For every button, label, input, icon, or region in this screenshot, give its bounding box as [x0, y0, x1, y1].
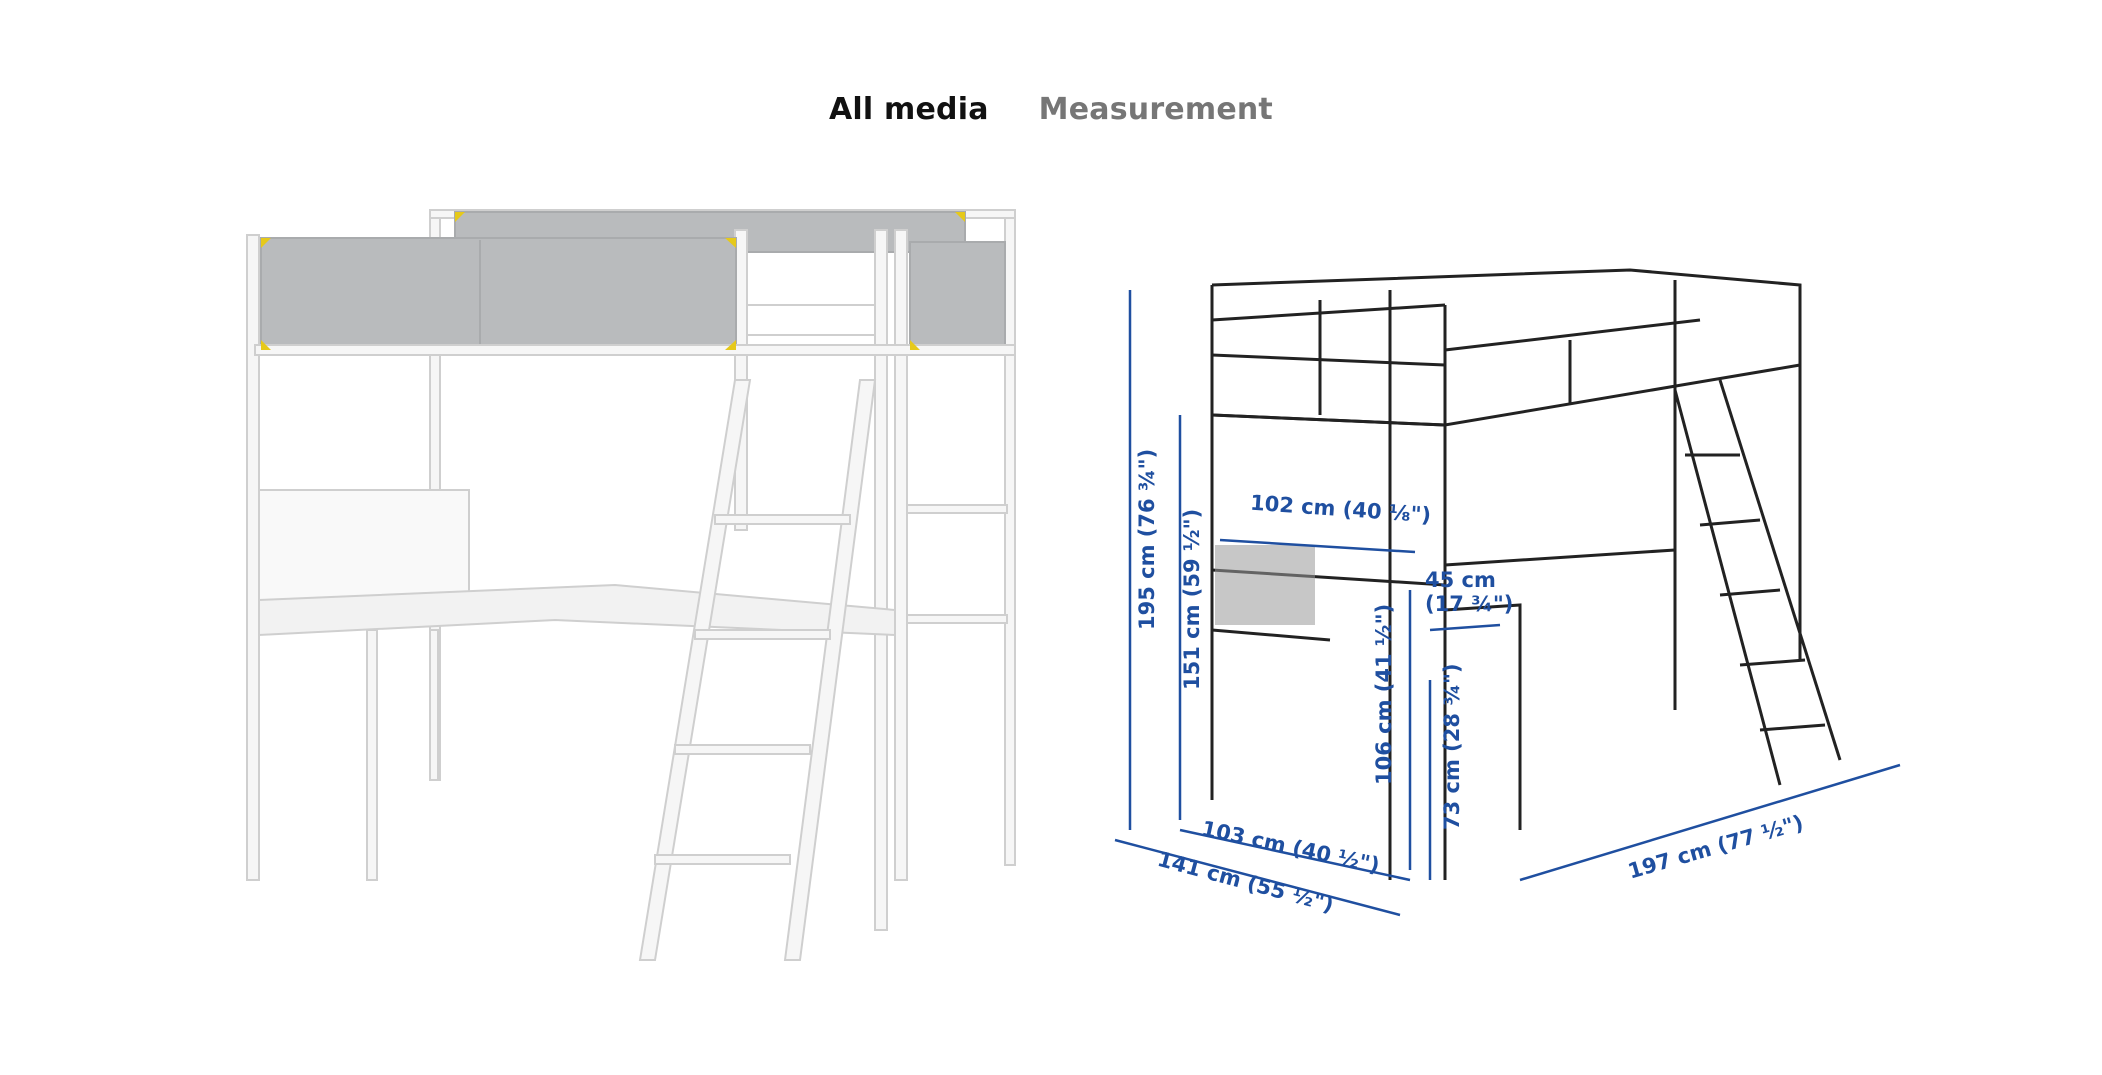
tab-measurement[interactable]: Measurement [1038, 92, 1273, 127]
product-photo[interactable] [235, 190, 1045, 1010]
dim-underbed-height: 151 cm (59 ½") [1180, 508, 1204, 690]
media-tabs: All media Measurement [0, 88, 2102, 131]
dim-ladder-clearance: 106 cm (41 ½") [1372, 603, 1396, 785]
dim-total-height: 195 cm (76 ¾") [1135, 448, 1159, 630]
dim-desk-height: 73 cm (28 ¾") [1440, 663, 1464, 830]
measurement-drawing[interactable] [1100, 240, 1920, 960]
tab-all-media[interactable]: All media [829, 92, 989, 127]
dim-desk-depth: 45 cm (17 ¾") [1425, 568, 1514, 616]
